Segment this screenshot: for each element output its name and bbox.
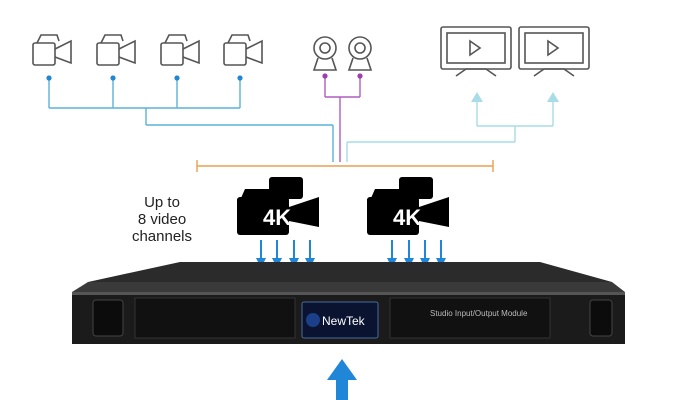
4k-camera-icon: 4K	[366, 176, 450, 236]
4k-camera-icon: 4K	[236, 176, 320, 236]
camcorder-icon	[96, 34, 136, 66]
up-arrow-icon	[327, 359, 357, 400]
camcorder-icon	[223, 34, 263, 66]
webcam-icon	[347, 36, 373, 71]
model-label: Studio Input/Output Module	[430, 309, 528, 318]
monitor-icon	[440, 26, 512, 77]
webcam-connection-lines	[322, 73, 363, 162]
input-bracket	[196, 160, 494, 172]
monitor-connection-lines	[346, 92, 559, 162]
camcorder-icon	[32, 34, 72, 66]
camera-connection-lines	[46, 75, 334, 162]
monitor-icon	[518, 26, 590, 77]
brand-logo: NewTek	[322, 314, 366, 328]
webcam-icon	[312, 36, 338, 71]
svg-text:4K: 4K	[393, 205, 421, 230]
camcorder-icon	[160, 34, 200, 66]
svg-text:4K: 4K	[263, 205, 291, 230]
io-module-device: NewTek Studio Input/Output Module	[72, 262, 625, 344]
channels-caption: Up to 8 video channels	[131, 194, 193, 245]
